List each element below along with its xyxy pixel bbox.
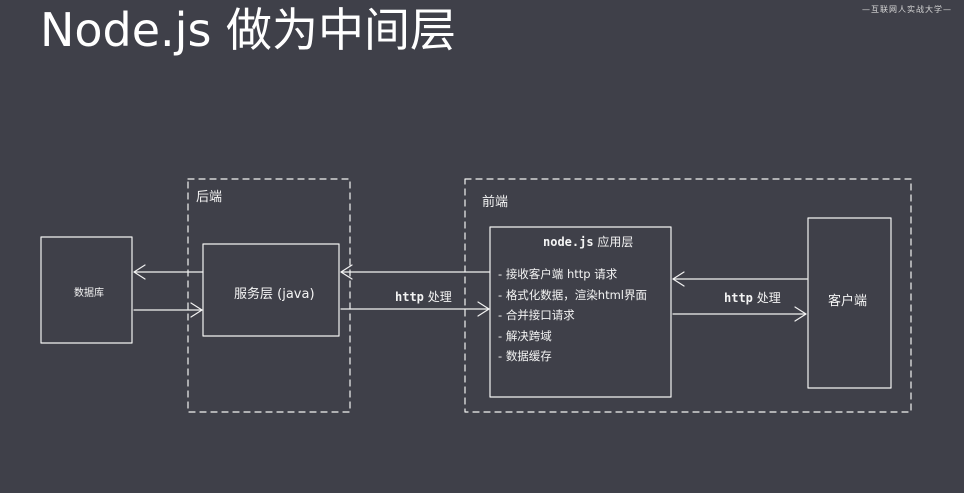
service-node-link-text: 处理	[427, 290, 452, 304]
node-layer-title-code: node.js	[543, 235, 594, 249]
node-layer-title-text: 应用层	[597, 235, 634, 249]
client-box	[807, 217, 892, 389]
backend-region	[187, 178, 351, 413]
node-layer-box	[489, 226, 672, 398]
node-to-client-arrow	[672, 306, 807, 322]
feature-item: 解决跨域	[498, 326, 647, 347]
service-node-link-label: http 处理	[395, 288, 452, 305]
frontend-region	[464, 178, 912, 413]
feature-item: 合并接口请求	[498, 305, 647, 326]
node-client-link-text: 处理	[756, 291, 781, 305]
node-layer-feature-list: 接收客户端 http 请求 格式化数据，渲染html界面 合并接口请求 解决跨域…	[498, 264, 647, 367]
node-client-link-code: http	[724, 291, 753, 305]
database-to-service-arrow	[133, 302, 203, 318]
client-to-node-arrow	[672, 271, 808, 287]
service-layer-box	[202, 243, 340, 337]
service-layer-label: 服务层 (java)	[234, 287, 315, 302]
database-label: 数据库	[74, 288, 104, 299]
page-title: Node.js 做为中间层	[40, 3, 457, 57]
feature-item: 数据缓存	[498, 346, 647, 367]
backend-region-label: 后端	[196, 190, 223, 205]
service-node-link-code: http	[395, 290, 424, 304]
service-to-database-arrow	[133, 264, 204, 280]
node-to-service-arrow	[340, 264, 491, 280]
service-to-node-arrow	[340, 301, 490, 317]
client-label: 客户端	[828, 294, 868, 309]
database-box	[40, 236, 133, 344]
frontend-region-label: 前端	[482, 195, 509, 210]
watermark: —互联网人实战大学—	[862, 5, 952, 14]
feature-item: 格式化数据，渲染html界面	[498, 285, 647, 306]
feature-item: 接收客户端 http 请求	[498, 264, 647, 285]
node-layer-title: node.js 应用层	[543, 233, 633, 250]
node-client-link-label: http 处理	[724, 289, 781, 306]
